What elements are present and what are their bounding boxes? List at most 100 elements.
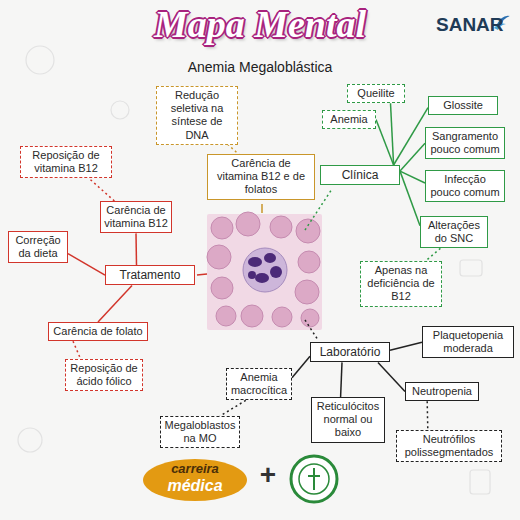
topic-box: Correção da dieta (8, 231, 68, 263)
branch-connector (426, 248, 441, 261)
branch-line (261, 204, 263, 213)
branch-connector (98, 285, 132, 322)
topic-text: Anemia (326, 113, 372, 126)
red-cell (216, 306, 236, 326)
branch-connector (400, 143, 425, 171)
topic-text: Neutrófilos polissegmentados (400, 433, 498, 459)
topic-text: Reposição de vitamina B12 (24, 149, 108, 175)
topic-text: Tratamento (109, 268, 191, 282)
bg-icon (460, 260, 482, 276)
topic-box: Infecção pouco comum (425, 170, 505, 202)
branch-connector (68, 254, 105, 276)
nucleus-lobe (255, 273, 269, 283)
red-cell (298, 251, 320, 273)
topic-text: Reticulócitos normal ou baixo (315, 400, 381, 440)
topic-text: Anemia macrocítica (230, 371, 288, 397)
logo-text: carreira (145, 462, 245, 476)
topic-text: Carência de vitamina B12 (104, 204, 168, 230)
branch-connector (89, 178, 114, 201)
nucleus-lobe (270, 266, 282, 278)
bg-icon (18, 428, 42, 452)
logo-shape (299, 464, 329, 494)
bg-icon (26, 46, 54, 74)
topic-box: Clínica (320, 165, 400, 185)
red-cell (301, 309, 319, 327)
topic-box: Neutropenia (405, 382, 479, 401)
topic-text: Queilite (351, 87, 401, 100)
topic-box: Sangramento pouco comum (425, 127, 505, 159)
red-cell (236, 212, 260, 236)
topic-box: Reticulócitos normal ou baixo (311, 397, 385, 443)
branch-line (305, 320, 318, 340)
logo-text: SANAR (436, 15, 496, 36)
branch-connector (292, 356, 310, 377)
branch-connector (390, 342, 422, 350)
topic-text: Plaquetopenia moderada (426, 329, 510, 355)
logo-shape (143, 459, 247, 501)
topic-text: Glossite (432, 99, 494, 112)
topic-box: Anemia macrocítica (226, 368, 292, 400)
bg-icon (470, 470, 490, 494)
branch-connector (135, 233, 137, 265)
topic-box: Carência de vitamina B12 e de folatos (207, 154, 315, 200)
topic-box: Redução seletiva na síntese de DNA (156, 86, 238, 145)
topic-text: Neutropenia (409, 385, 475, 398)
branch-connector (378, 362, 405, 391)
topic-text: Reposição de ácido fólico (69, 362, 139, 388)
topic-box: Carência de vitamina B12 (100, 201, 172, 233)
topic-text: Correção da dieta (12, 234, 64, 260)
red-cell (241, 305, 263, 327)
branch-connector (220, 400, 246, 416)
topic-text: Infecção pouco comum (429, 173, 501, 199)
logo-shape (308, 468, 320, 490)
branch-connector (341, 362, 342, 397)
topic-text: Apenas na deficiência de B12 (364, 264, 438, 304)
branch-connector (394, 108, 428, 165)
topic-box: Laboratório (310, 342, 390, 362)
topic-text: Megaloblastos na MO (164, 419, 236, 445)
logo-text: + (256, 460, 280, 491)
red-cell (270, 216, 292, 238)
topic-text: Sangramento pouco comum (429, 130, 501, 156)
topic-box: Glossite (428, 96, 498, 115)
topic-box: Neutrófilos polissegmentados (396, 430, 502, 462)
nucleus-lobe (248, 271, 256, 279)
topic-text: Laboratório (314, 345, 386, 359)
branch-connector (426, 401, 428, 430)
topic-box: Queilite (347, 84, 405, 103)
topic-box: Megaloblastos na MO (160, 416, 240, 448)
subtitle: Anemia Megaloblástica (0, 60, 520, 75)
branch-connector (73, 341, 81, 359)
topic-text: Redução seletiva na síntese de DNA (160, 89, 234, 142)
red-cell (211, 217, 233, 239)
nucleus-lobe (264, 253, 276, 263)
branch-connector (376, 120, 394, 165)
branch-connector (400, 171, 420, 226)
red-cell (211, 277, 233, 299)
topic-text: Clínica (324, 168, 396, 182)
topic-box: Alterações do SNC (420, 216, 488, 248)
topic-text: Alterações do SNC (424, 219, 484, 245)
topic-box: Reposição de vitamina B12 (20, 146, 112, 178)
topic-box: Tratamento (105, 265, 195, 285)
topic-box: Anemia (322, 110, 376, 129)
topic-box: Plaquetopenia moderada (422, 326, 514, 358)
topic-text: Carência de folato (52, 325, 144, 338)
red-cell (272, 307, 292, 327)
smear-image (207, 214, 322, 330)
logo-text: médica (145, 477, 245, 495)
branch-connector (391, 103, 394, 165)
nucleus-lobe (248, 257, 262, 267)
topic-text: Carência de vitamina B12 e de folatos (211, 157, 311, 197)
red-cell (295, 280, 319, 304)
logo-shape (291, 456, 337, 502)
red-cell (207, 245, 231, 269)
topic-box: Reposição de ácido fólico (65, 359, 143, 391)
branch-line (197, 274, 207, 275)
topic-box: Carência de folato (48, 322, 148, 341)
bg-icon (111, 101, 129, 119)
topic-box: Apenas na deficiência de B12 (360, 261, 442, 307)
red-cell (296, 219, 320, 243)
neutrophil (243, 248, 287, 292)
